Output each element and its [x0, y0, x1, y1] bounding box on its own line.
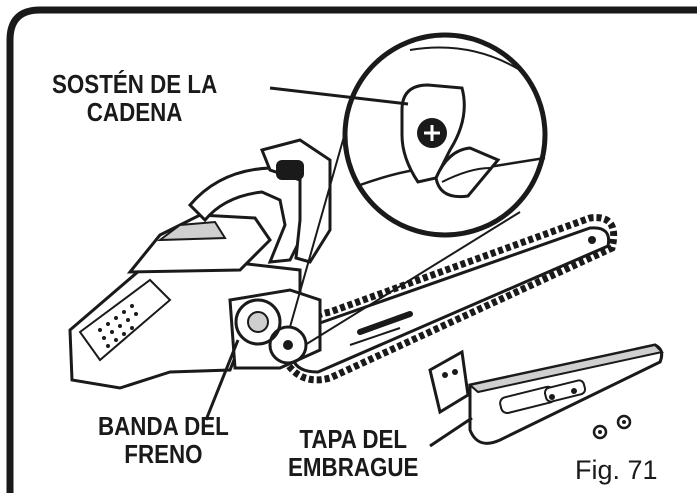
- chain-holder-label-line2: CADENA: [86, 97, 183, 127]
- clutch-cover-label-line1: TAPA DEL: [299, 424, 408, 454]
- plus-screw-icon: [417, 118, 447, 148]
- chain-holder-label-line1: SOSTÉN DE LA: [52, 69, 218, 99]
- nut-icon: [592, 414, 632, 440]
- chain-holder-label: SOSTÉN DE LA CADENA: [52, 70, 217, 126]
- brake-band-label-line1: BANDA DEL: [98, 411, 229, 441]
- chainsaw-body: [68, 138, 332, 390]
- clutch-cover-part: [467, 343, 665, 445]
- leader-lines: [204, 86, 473, 448]
- brake-band-part: [234, 298, 282, 346]
- chain-holder-part: [428, 349, 470, 415]
- clutch-cover-label: TAPA DEL EMBRAGUE: [288, 425, 418, 481]
- frame-border: [6, 6, 697, 497]
- clutch-cover-label-line2: EMBRAGUE: [288, 452, 419, 482]
- figure-number: Fig. 71: [575, 455, 658, 485]
- brake-band-label-line2: FRENO: [124, 439, 203, 469]
- brake-band-label: BANDA DEL FRENO: [98, 412, 229, 468]
- guide-bar: [290, 226, 611, 374]
